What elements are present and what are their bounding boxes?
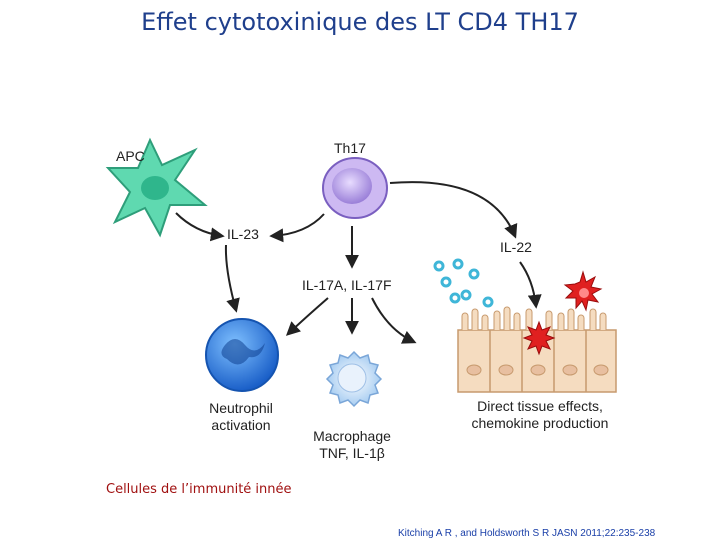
macrophage-cell: [325, 350, 383, 408]
th17-cell: [322, 157, 388, 219]
neutrophil-cell: [205, 318, 279, 392]
neutrophil-label-line1: Neutrophil: [209, 400, 273, 416]
tissue-label-line2: chemokine production: [471, 415, 609, 431]
neutrophil-label-line2: activation: [211, 417, 271, 433]
apc-cell: [105, 137, 208, 238]
slide-title: Effet cytotoxinique des LT CD4 TH17: [141, 8, 579, 36]
th17-label: Th17: [334, 140, 366, 156]
arrows: [175, 181, 542, 344]
tissue-label: Direct tissue effects, chemokine product…: [450, 398, 630, 432]
apc-label: APC: [116, 148, 145, 164]
il22-dots: [433, 258, 494, 308]
macrophage-label-line2: TNF, IL-1β: [319, 445, 385, 461]
innate-immunity-caption: Cellules de l’immunité innée: [106, 482, 292, 497]
neutrophil-label: Neutrophil activation: [196, 400, 286, 434]
damaged-cells: [522, 270, 603, 356]
il22-label: IL-22: [500, 239, 532, 255]
macrophage-label: Macrophage TNF, IL-1β: [302, 428, 402, 462]
citation: Kitching A R , and Holdsworth S R JASN 2…: [398, 528, 656, 539]
macrophage-label-line1: Macrophage: [313, 428, 391, 444]
tissue-label-line1: Direct tissue effects,: [477, 398, 603, 414]
il17-label: IL-17A, IL-17F: [302, 277, 392, 293]
il23-label: IL-23: [227, 226, 259, 242]
